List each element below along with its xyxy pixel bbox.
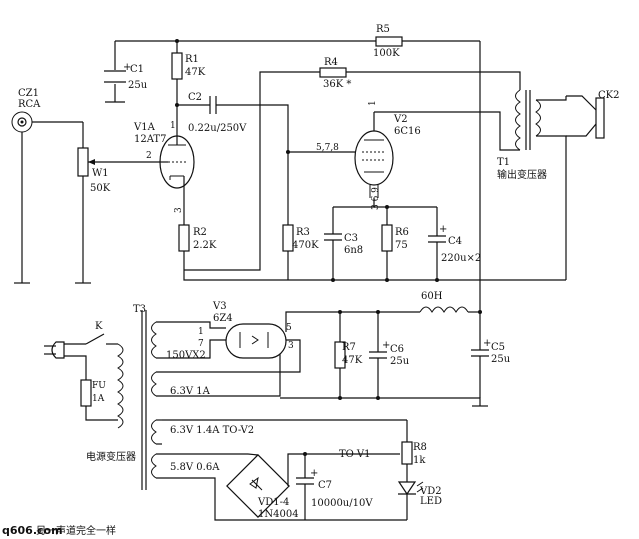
- v2: V2 6C16 1 5,7,8 3 6 9: [288, 100, 480, 210]
- c3-ref: C3: [344, 233, 358, 244]
- r8-value: 1k: [413, 455, 426, 466]
- led-supply: VD1-4 1N4004 TO-V1 + C7 10000u/10V R8 1k…: [162, 419, 442, 521]
- watermark: q606.com: [2, 524, 63, 537]
- t3-w-led: 5.8V 0.6A: [170, 462, 220, 473]
- v1a-value: 12AT7: [134, 134, 166, 145]
- c2: C2 0.22u/250V: [175, 92, 289, 225]
- c6-value: 25u: [390, 356, 410, 367]
- r5-ref: R5: [376, 24, 390, 35]
- t3: T3 电源变压器 150VX2 6.3V 1A 6.3V 1.4A TO-V2 …: [86, 304, 305, 521]
- wires-top: [105, 39, 481, 312]
- r4-ref: R4: [324, 57, 338, 68]
- t1: T1 输出变压器: [480, 89, 567, 280]
- c4-value: 220u×2: [441, 253, 481, 264]
- w1: W1 50K: [75, 147, 160, 284]
- c1: + C1 25u: [104, 62, 148, 91]
- t3-w-fil2: 6.3V 1.4A TO-V2: [170, 425, 254, 436]
- r2-value: 2.2K: [193, 240, 217, 251]
- c1-polarity: +: [123, 62, 131, 73]
- v3-pin-b: 7: [198, 339, 204, 349]
- l60-ref: 60H: [421, 291, 443, 302]
- k-ref: K: [95, 321, 103, 332]
- w1-value: 50K: [90, 183, 111, 194]
- v1a: V1A 12AT7 1 2 3: [133, 121, 195, 225]
- filter: 60H R7 47K + C6 25u + C5 25u: [280, 291, 511, 407]
- t3-w-hv: 150VX2: [166, 350, 206, 361]
- r2-ref: R2: [193, 227, 207, 238]
- vd14-value: 1N4004: [258, 509, 299, 520]
- v2-pin-grid: 5,7,8: [316, 143, 339, 153]
- r7-value: 47K: [342, 355, 363, 366]
- c6-ref: C6: [390, 344, 404, 355]
- r6-ref: R6: [395, 227, 409, 238]
- v1a-pin-plate: 1: [170, 121, 176, 131]
- v2-value: 6C16: [394, 126, 421, 137]
- footer-note: 另一声道完全一样: [36, 524, 116, 537]
- w1-ref: W1: [92, 168, 109, 179]
- c7-ref: C7: [318, 480, 332, 491]
- cz1: CZ1 RCA: [11, 88, 84, 284]
- c1-ref: C1: [130, 64, 144, 75]
- c7-polarity: +: [310, 468, 318, 479]
- c4-ref: C4: [448, 236, 462, 247]
- vd2-value: LED: [420, 496, 442, 507]
- r1-ref: R1: [185, 54, 199, 65]
- r1-value: 47K: [185, 67, 206, 78]
- c4-polarity: +: [439, 224, 447, 235]
- r3-ref: R3: [296, 227, 310, 238]
- r1: R1 47K: [171, 41, 206, 132]
- v1a-pin-grid: 2: [146, 151, 152, 161]
- c5-ref: C5: [491, 342, 505, 353]
- t3-ref: T3: [133, 304, 146, 315]
- r4-value: 36K *: [323, 79, 351, 90]
- c2-value: 0.22u/250V: [188, 123, 247, 134]
- fu-value: 1A: [92, 394, 105, 404]
- v3-ref: V3: [212, 301, 227, 312]
- cz1-ref: CZ1: [18, 88, 39, 99]
- c3-value: 6n8: [344, 245, 363, 256]
- v3: V3 6Z4 1 7 5 3: [198, 301, 420, 359]
- r4: R4 36K *: [250, 57, 521, 271]
- r6-value: 75: [395, 240, 408, 251]
- v2-pin-cathode: 3 6 9: [371, 187, 381, 210]
- ck2: CK2: [566, 90, 619, 139]
- v1a-ref: V1A: [133, 122, 156, 133]
- mains: K FU 1A: [44, 321, 118, 421]
- r8-ref: R8: [413, 442, 427, 453]
- t1-desc: 输出变压器: [497, 168, 547, 181]
- c7-value: 10000u/10V: [311, 498, 373, 509]
- v3-pin-a: 1: [198, 327, 204, 337]
- v3-value: 6Z4: [213, 313, 233, 324]
- r5: R5 100K: [373, 24, 403, 59]
- r3-value: 470K: [292, 240, 319, 251]
- c5-value: 25u: [491, 354, 511, 365]
- vd14-ref: VD1-4: [257, 497, 289, 508]
- v2-ref: V2: [393, 114, 408, 125]
- t1-ref: T1: [497, 157, 510, 168]
- r7-ref: R7: [342, 342, 356, 353]
- v1a-pin-cathode: 3: [174, 207, 184, 213]
- c5-polarity: +: [483, 338, 491, 349]
- r5-value: 100K: [373, 48, 400, 59]
- c6-polarity: +: [382, 340, 390, 351]
- r2: R2 2.2K: [178, 224, 250, 271]
- vd2-ref: VD2: [419, 486, 442, 497]
- v2-pin-plate: 1: [368, 100, 378, 106]
- t3-w-fil1: 6.3V 1A: [170, 386, 211, 397]
- v2-cathode-net: C3 6n8 R6 75 + C4 220u×2: [183, 205, 566, 282]
- c1-value: 25u: [128, 80, 148, 91]
- v3-pin-d: 3: [288, 341, 294, 351]
- v3-pin-c: 5: [286, 323, 292, 333]
- cz1-type: RCA: [18, 99, 41, 110]
- c2-ref: C2: [188, 92, 202, 103]
- fu-ref: FU: [92, 381, 106, 391]
- ck2-ref: CK2: [598, 90, 619, 101]
- t3-desc: 电源变压器: [86, 450, 136, 463]
